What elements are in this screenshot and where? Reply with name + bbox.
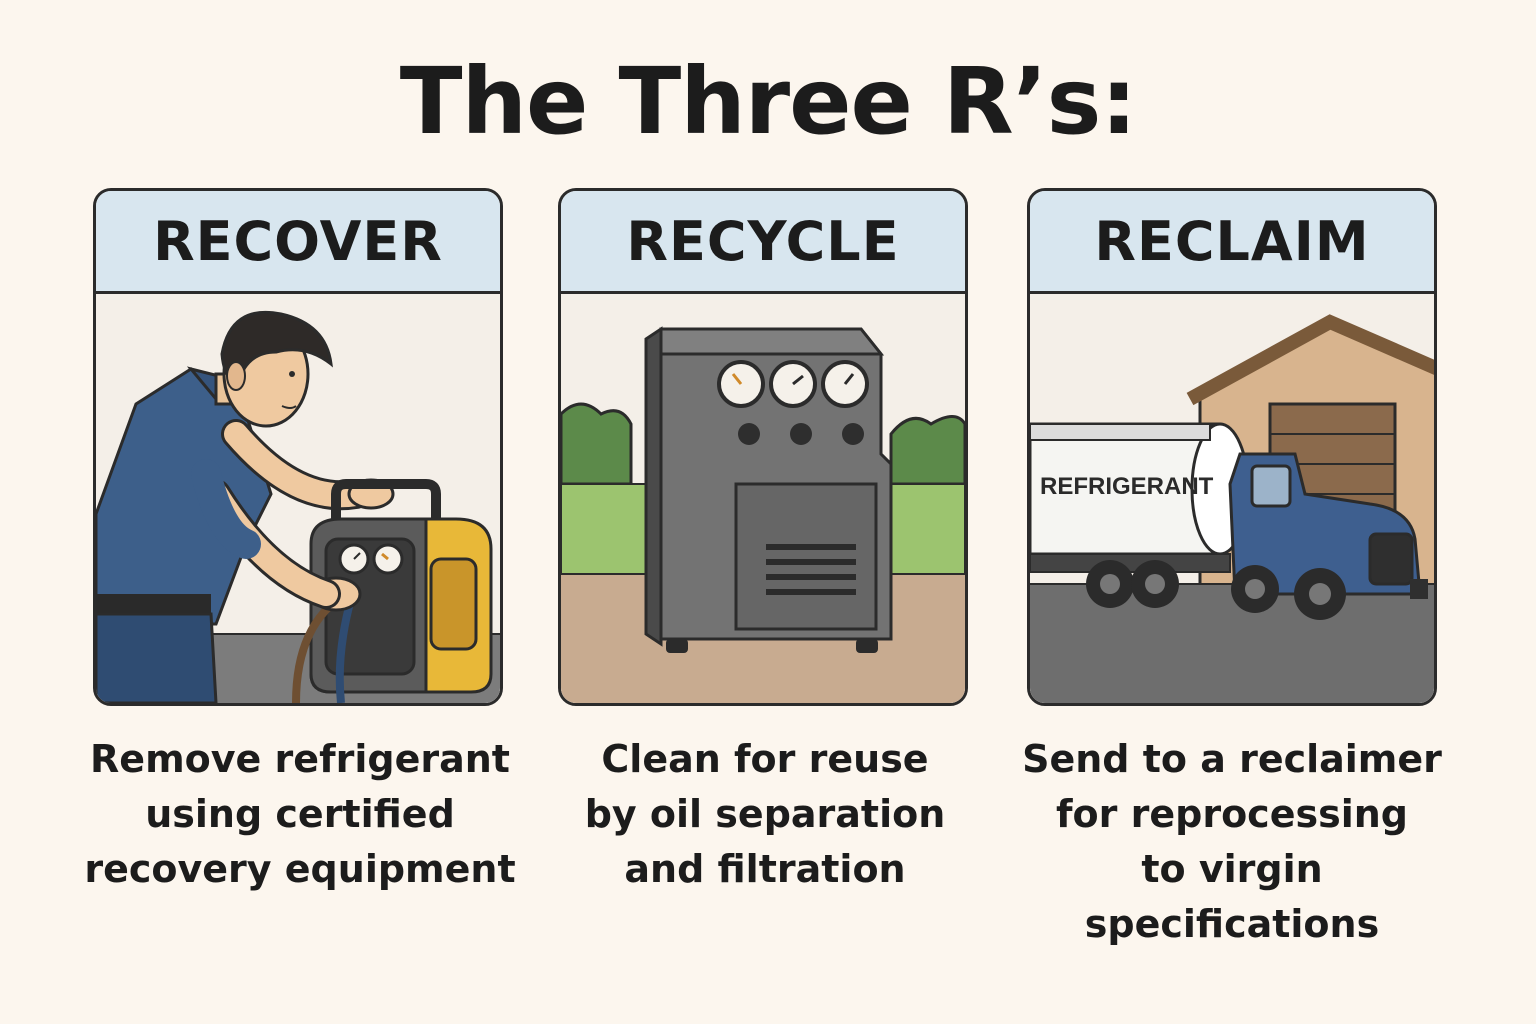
caption-line: using certified [145, 792, 455, 836]
caption-line: recovery equipment [84, 847, 516, 891]
caption-line: by oil separation [584, 792, 946, 836]
page-title: The Three R’s: [399, 48, 1137, 155]
caption-line: for reprocessing [1056, 792, 1408, 836]
tanker-truck-at-facility-icon: REFRIGERANT [1030, 294, 1434, 703]
caption-line: Send to a reclaimer [1022, 737, 1442, 781]
technician-with-recovery-machine-icon [96, 294, 500, 703]
panel-heading-recover: RECOVER [96, 191, 500, 294]
caption-line: Clean for reuse [601, 737, 929, 781]
panel-recycle: RECYCLE [558, 188, 968, 706]
panel-recover: RECOVER [93, 188, 503, 706]
panel-heading-recycle: RECYCLE [561, 191, 965, 294]
caption-recover: Remove refrigerant using certified recov… [60, 732, 540, 897]
caption-line: and filtration [624, 847, 906, 891]
panel-heading-reclaim: RECLAIM [1030, 191, 1434, 294]
caption-line: Remove refrigerant [90, 737, 510, 781]
recycling-machine-icon [561, 294, 965, 703]
panel-reclaim: RECLAIM REFRIGERANT [1027, 188, 1437, 706]
tank-label: REFRIGERANT [1040, 473, 1214, 500]
caption-line: to virgin specifications [1084, 847, 1380, 946]
caption-recycle: Clean for reuse by oil separation and fi… [525, 732, 1005, 897]
caption-reclaim: Send to a reclaimer for reprocessing to … [992, 732, 1472, 952]
